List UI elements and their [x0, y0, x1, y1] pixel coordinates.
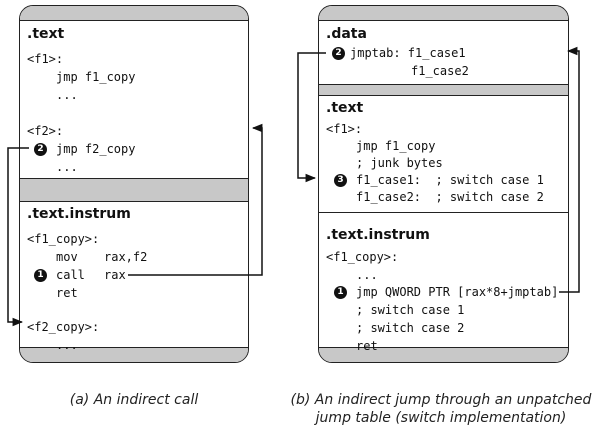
- instr-ret: ret: [356, 339, 378, 353]
- instr-ret: ret: [56, 286, 78, 300]
- label-f1: <f1>:: [326, 122, 363, 136]
- section-header-text-instrum: .text.instrum: [326, 227, 430, 243]
- label-f1: <f1>:: [27, 52, 64, 66]
- comment-junk-bytes: ; junk bytes: [356, 156, 443, 170]
- panel-top-cap: [319, 6, 568, 21]
- ellipsis: ...: [56, 88, 78, 102]
- marker-2: 2: [34, 143, 47, 156]
- label-f2-copy: <f2_copy>:: [27, 320, 100, 334]
- comment-switch-case-1: ; switch case 1: [356, 303, 465, 317]
- instr-mov-args: rax,f2: [104, 250, 148, 264]
- caption-b-line1: (b) An indirect jump through an unpatche…: [290, 392, 592, 408]
- section-header-text-instrum: .text.instrum: [27, 206, 131, 222]
- instr-mov-op: mov: [56, 250, 78, 264]
- panel-bottom-cap: [20, 347, 248, 362]
- instr-jmp-f1-copy: jmp f1_copy: [356, 139, 436, 153]
- caption-a: (a) An indirect call: [69, 392, 199, 408]
- instr-call-args: rax: [104, 268, 126, 282]
- section-separator: [319, 84, 568, 96]
- section-header-text: .text: [326, 100, 364, 116]
- arrow-jmp-to-jmptab: [559, 46, 580, 293]
- label-f1-case1: f1_case1: ; switch case 1: [356, 173, 544, 187]
- label-f1-case2: f1_case2: ; switch case 2: [356, 190, 544, 204]
- label-f2: <f2>:: [27, 124, 64, 138]
- section-header-data: .data: [326, 26, 367, 42]
- section-divider: [319, 212, 568, 213]
- ellipsis: ...: [56, 160, 78, 174]
- label-f1-copy: <f1_copy>:: [326, 250, 399, 264]
- arrow-jmptab-to-case1: [297, 52, 326, 183]
- panel-bottom-cap: [319, 347, 568, 362]
- panel-indirect-call: .text <f1>: jmp f1_copy ... <f2>: 2 jmp …: [19, 5, 249, 363]
- instr-indirect-jmp: jmp QWORD PTR [rax*8+jmptab]: [356, 285, 559, 299]
- section-separator: [20, 178, 248, 202]
- ellipsis: ...: [56, 338, 78, 352]
- caption-b-line2: jump table (switch implementation): [315, 410, 567, 426]
- jmptab-entry-1: jmptab: f1_case1: [350, 46, 466, 60]
- marker-2: 2: [332, 47, 345, 60]
- arrow-call-to-f2: [128, 123, 263, 276]
- marker-1: 1: [34, 269, 47, 282]
- comment-switch-case-2: ; switch case 2: [356, 321, 465, 335]
- marker-1: 1: [334, 286, 347, 299]
- panel-top-cap: [20, 6, 248, 21]
- instr-jmp-f2-copy: jmp f2_copy: [56, 142, 136, 156]
- panel-indirect-jump: .data 2 jmptab: f1_case1 f1_case2 .text …: [318, 5, 569, 363]
- arrow-f2-to-f2-copy: [7, 147, 29, 327]
- marker-3: 3: [334, 174, 347, 187]
- jmptab-entry-2: f1_case2: [411, 64, 469, 78]
- instr-call-op: call: [56, 268, 85, 282]
- ellipsis: ...: [356, 268, 378, 282]
- label-f1-copy: <f1_copy>:: [27, 232, 100, 246]
- instr-jmp-f1-copy: jmp f1_copy: [56, 70, 136, 84]
- section-header-text: .text: [27, 26, 65, 42]
